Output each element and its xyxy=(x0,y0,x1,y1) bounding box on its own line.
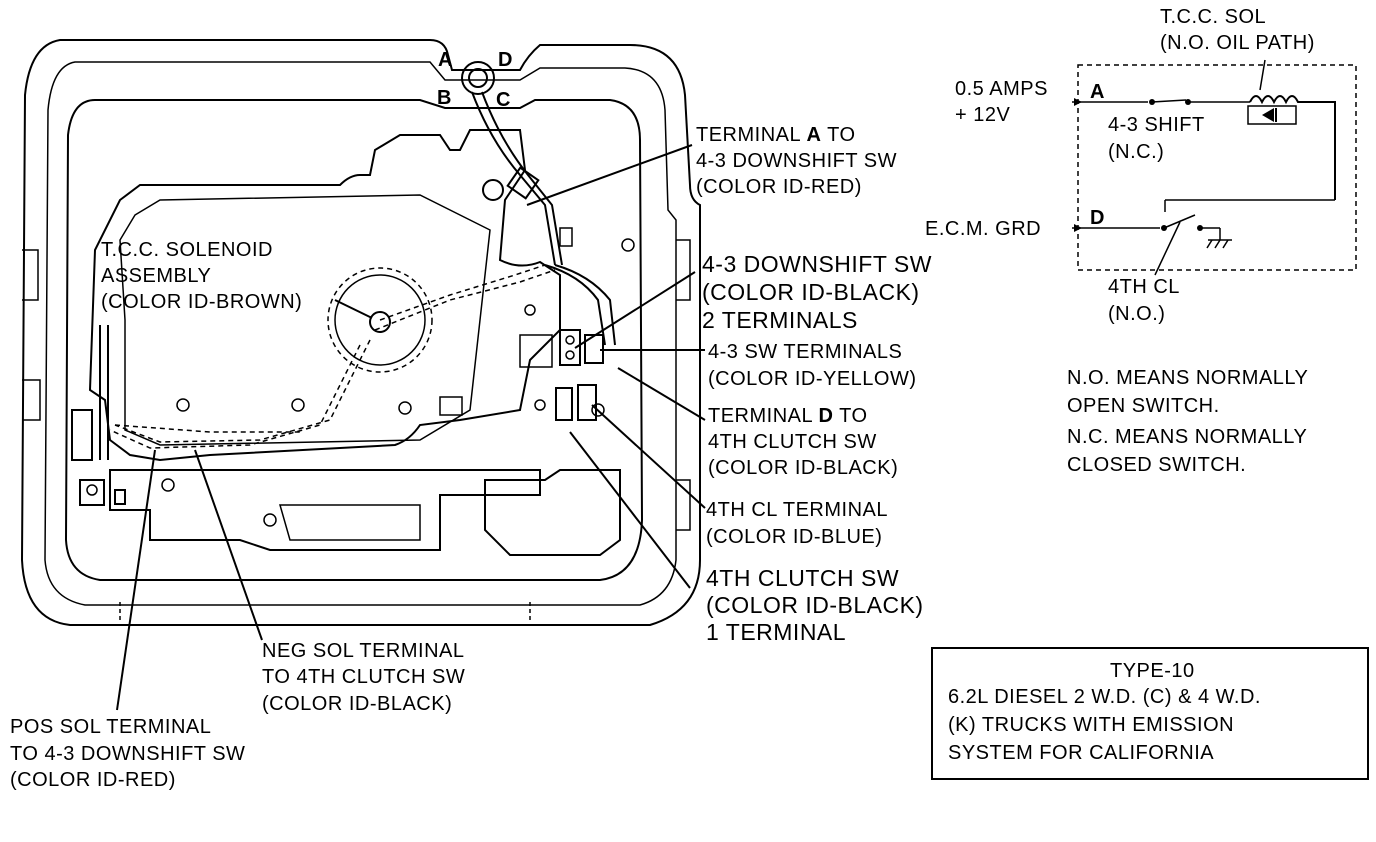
leader-lines xyxy=(116,144,706,711)
pin-a-label: A xyxy=(438,49,452,71)
pos-sol-line3: (COLOR ID-RED) xyxy=(10,769,176,791)
clutch-sw-line1: 4TH CLUTCH SW xyxy=(706,565,899,591)
tcc-solenoid-line1: T.C.C. SOLENOID xyxy=(101,239,273,261)
terminal-a-suffix: TO xyxy=(821,124,855,146)
type-box xyxy=(931,647,1369,780)
clutch-sw-line2: (COLOR ID-BLACK) xyxy=(706,592,924,618)
clutch-sw-line3: 1 TERMINAL xyxy=(706,619,846,645)
neg-sol-line3: (COLOR ID-BLACK) xyxy=(262,693,452,715)
tcc-sol-line2: (N.O. OIL PATH) xyxy=(1160,32,1315,54)
sw-terminals-line2: (COLOR ID-YELLOW) xyxy=(708,368,917,390)
cl-terminal-line2: (COLOR ID-BLUE) xyxy=(706,526,882,548)
cl-line2: (N.O.) xyxy=(1108,303,1165,325)
downshift-sw-line3: 2 TERMINALS xyxy=(702,307,858,333)
terminal-a-label: TERMINAL A TO xyxy=(696,124,856,146)
neg-sol-line1: NEG SOL TERMINAL xyxy=(262,640,465,662)
downshift-sw-line2: (COLOR ID-BLACK) xyxy=(702,279,920,305)
schematic-pin-a: A xyxy=(1090,81,1104,103)
tcc-sol-line1: T.C.C. SOL xyxy=(1160,6,1266,28)
pin-d-label: D xyxy=(498,49,512,71)
supply-line1: 0.5 AMPS xyxy=(955,78,1048,100)
tcc-solenoid-line3: (COLOR ID-BROWN) xyxy=(101,291,302,313)
terminal-d-line3: (COLOR ID-BLACK) xyxy=(708,457,898,479)
terminal-d-letter: D xyxy=(818,405,833,427)
terminal-d-prefix: TERMINAL xyxy=(708,405,818,427)
terminal-d-label: TERMINAL D TO xyxy=(708,405,868,427)
pos-sol-line2: TO 4-3 DOWNSHIFT SW xyxy=(10,743,245,765)
type-box-line3: (K) TRUCKS WITH EMISSION xyxy=(948,714,1234,736)
terminal-a-line3: (COLOR ID-RED) xyxy=(696,176,862,198)
type-box-line2: 6.2L DIESEL 2 W.D. (C) & 4 W.D. xyxy=(948,686,1261,708)
neg-sol-line2: TO 4TH CLUTCH SW xyxy=(262,666,465,688)
sw-terminals-line1: 4-3 SW TERMINALS xyxy=(708,341,902,363)
shift-line1: 4-3 SHIFT xyxy=(1108,114,1205,136)
downshift-sw-line1: 4-3 DOWNSHIFT SW xyxy=(702,251,932,277)
note-nc-line2: CLOSED SWITCH. xyxy=(1067,454,1246,476)
terminal-a-letter: A xyxy=(806,124,821,146)
schematic-pin-d: D xyxy=(1090,207,1104,229)
tcc-schematic xyxy=(1072,59,1357,276)
shift-line2: (N.C.) xyxy=(1108,141,1164,163)
transmission-pan-drawing xyxy=(20,39,701,626)
ecm-ground-label: E.C.M. GRD xyxy=(925,218,1041,240)
tcc-solenoid-line2: ASSEMBLY xyxy=(101,265,211,287)
terminal-a-line2: 4-3 DOWNSHIFT SW xyxy=(696,150,897,172)
cl-terminal-line1: 4TH CL TERMINAL xyxy=(706,499,888,521)
pin-c-label: C xyxy=(496,89,510,111)
cl-line1: 4TH CL xyxy=(1108,276,1180,298)
note-nc-line1: N.C. MEANS NORMALLY xyxy=(1067,426,1307,448)
type-box-line1: TYPE-10 xyxy=(1110,660,1195,682)
note-no-line1: N.O. MEANS NORMALLY xyxy=(1067,367,1308,389)
note-no-line2: OPEN SWITCH. xyxy=(1067,395,1220,417)
terminal-a-prefix: TERMINAL xyxy=(696,124,806,146)
terminal-d-line2: 4TH CLUTCH SW xyxy=(708,431,877,453)
pin-b-label: B xyxy=(437,87,451,109)
pos-sol-line1: POS SOL TERMINAL xyxy=(10,716,211,738)
supply-line2: + 12V xyxy=(955,104,1010,126)
type-box-line4: SYSTEM FOR CALIFORNIA xyxy=(948,742,1214,764)
terminal-d-suffix: TO xyxy=(833,405,867,427)
